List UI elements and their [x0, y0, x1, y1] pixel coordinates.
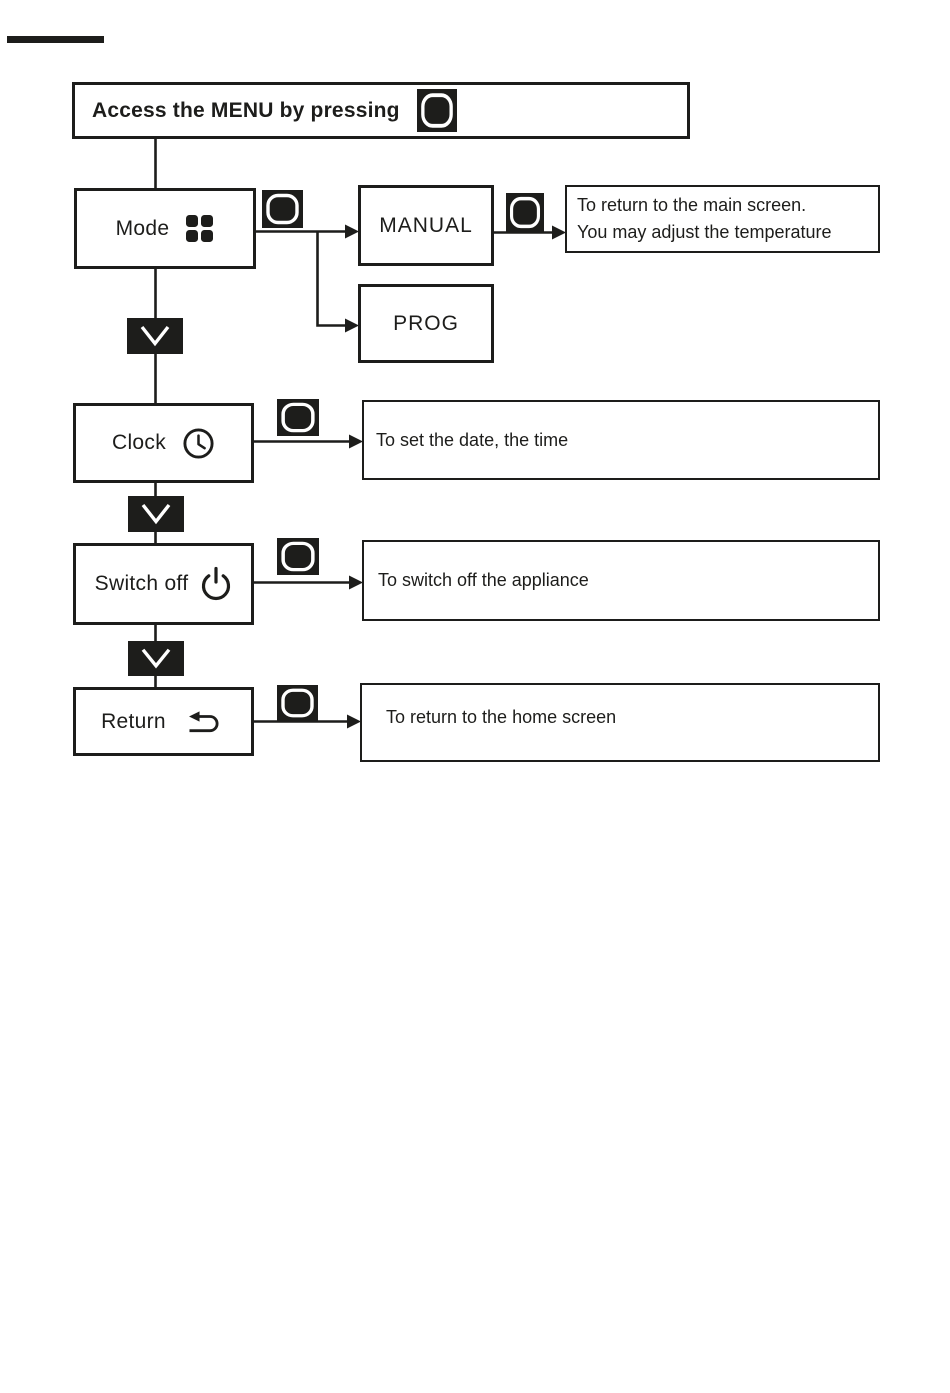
node-clock-label: Clock: [111, 431, 166, 454]
section-rule: [7, 36, 104, 43]
note-return-text: To return to the home screen: [386, 707, 617, 727]
note-return: To return to the home screen: [360, 683, 880, 762]
node-clock: Clock: [73, 403, 254, 483]
option-prog-label: PROG: [393, 311, 459, 335]
return-arrow-icon: [188, 710, 219, 732]
chevron-down-icon: [127, 318, 183, 354]
note-switch-off-text: To switch off the appliance: [378, 570, 589, 590]
note-manual-line2: You may adjust the temperature: [577, 222, 832, 242]
option-manual-label: MANUAL: [379, 213, 473, 237]
ok-button-icon: [506, 193, 544, 232]
node-return: Return: [73, 687, 254, 756]
clock-icon: [183, 427, 214, 459]
note-clock-text: To set the date, the time: [376, 429, 569, 450]
node-mode-label: Mode: [115, 216, 170, 240]
chevron-down-icon: [128, 641, 184, 676]
note-manual: To return to the main screen. You may ad…: [565, 185, 880, 253]
ok-button-icon: [277, 538, 319, 575]
ok-button-icon: [277, 685, 318, 721]
note-switch-off: To switch off the appliance: [362, 540, 880, 621]
node-switch-off: Switch off: [73, 543, 254, 625]
ok-button-icon: [277, 399, 319, 436]
note-clock: To set the date, the time: [362, 400, 880, 480]
node-return-label: Return: [101, 709, 166, 733]
note-manual-line1: To return to the main screen.: [577, 195, 807, 215]
node-switch-off-label: Switch off: [94, 572, 189, 595]
header-label: Access the MENU by pressing: [92, 98, 400, 122]
header-box: Access the MENU by pressing: [72, 82, 690, 139]
option-manual: MANUAL: [358, 185, 494, 266]
mode-grid-icon: [186, 215, 214, 242]
node-mode: Mode: [74, 188, 256, 269]
ok-button-icon: [262, 190, 303, 228]
ok-button-icon: [416, 89, 457, 132]
chevron-down-icon: [128, 496, 184, 532]
power-icon: [202, 566, 231, 601]
option-prog: PROG: [358, 284, 494, 363]
